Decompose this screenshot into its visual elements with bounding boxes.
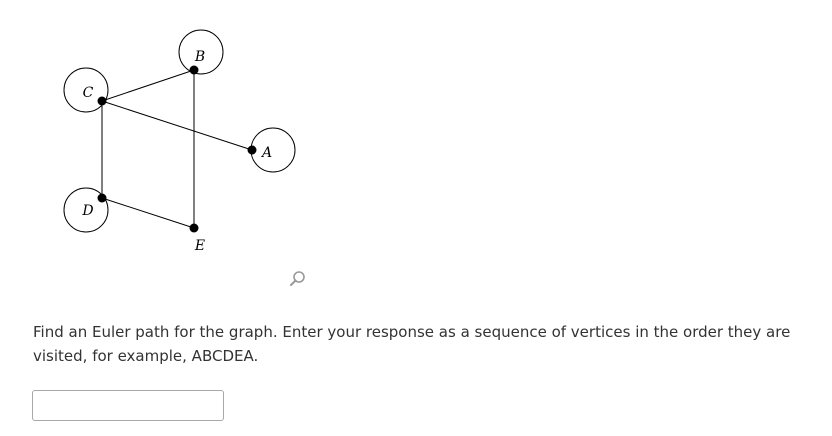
edge-c-b	[101, 69, 195, 102]
answer-input[interactable]	[32, 390, 224, 421]
vertex-e-dot	[189, 223, 199, 233]
vertex-label-c: C	[83, 85, 94, 101]
magnifier-icon[interactable]	[288, 269, 308, 289]
vertex-label-e: E	[194, 238, 205, 254]
question-text: Find an Euler path for the graph. Enter …	[33, 323, 791, 365]
vertex-label-d: D	[81, 203, 93, 219]
vertex-c-circle	[63, 67, 109, 113]
vertex-d-dot	[97, 193, 107, 203]
vertex-a-circle	[250, 127, 296, 173]
vertex-a-dot	[247, 145, 257, 155]
vertex-c-dot	[97, 96, 107, 106]
vertex-d-circle	[63, 187, 109, 233]
vertex-label-a: A	[260, 145, 272, 161]
graph-figure: B C A D E	[63, 29, 296, 254]
vertex-b-dot	[189, 65, 199, 75]
edge-c-a	[101, 100, 253, 151]
edge-d-e	[101, 197, 195, 229]
vertex-b-circle	[178, 29, 224, 75]
vertex-label-b: B	[194, 49, 205, 65]
